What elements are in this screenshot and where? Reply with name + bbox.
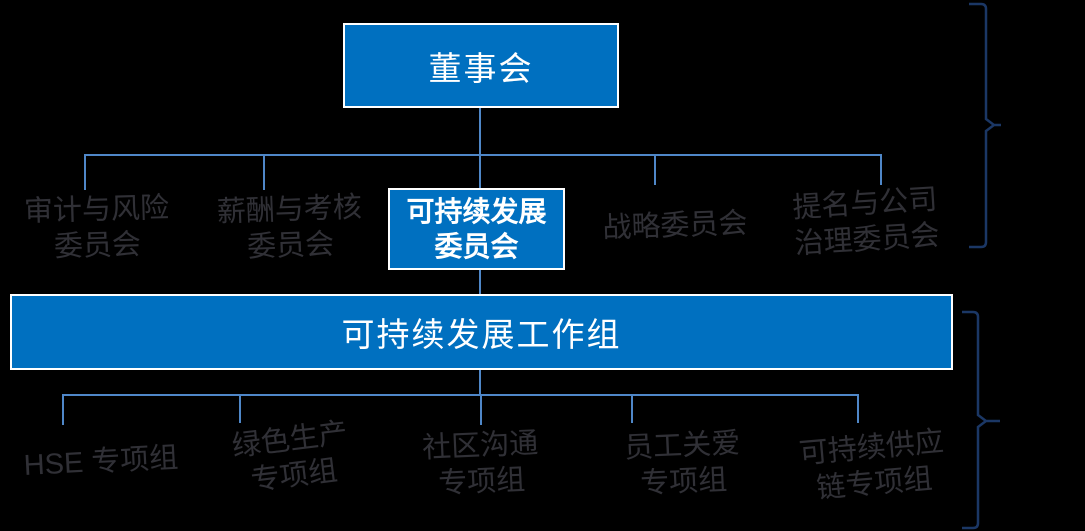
workgroup-label: 可持续发展工作组 — [341, 316, 622, 353]
taskforce-label-hse: HSE 专项组 — [15, 440, 187, 485]
taskforce-label-sustainable-supply-chain: 可持续供应 链专项组 — [790, 423, 956, 509]
connector-drop-supplychain — [857, 394, 859, 423]
committee-label-nomination-governance: 提名与公司 治理委员会 — [784, 181, 948, 263]
connector-drop-green — [239, 394, 241, 423]
connector-root-to-committee — [479, 108, 481, 188]
connector-drop-strategy — [654, 154, 656, 185]
taskforce-label-green-production: 绿色生产 专项组 — [208, 413, 376, 504]
committee-label-audit-risk: 审计与风险 委员会 — [16, 190, 178, 266]
committee-label-remuneration: 薪酬与考核 委员会 — [209, 189, 371, 267]
committee-box-line2: 委员会 — [434, 231, 519, 262]
committee-label-strategy: 战略委员会 — [594, 205, 755, 247]
workgroup-bar: 可持续发展工作组 — [10, 294, 953, 370]
connector-workgroup-down — [479, 368, 481, 396]
committee-label-line2: 委员会 — [53, 228, 142, 264]
taskforce-label-line1: 员工关爱 — [623, 427, 741, 465]
connector-drop-hse — [62, 394, 64, 425]
taskforce-label-community: 社区沟通 专项组 — [400, 425, 563, 504]
connector-level4-horizontal — [62, 394, 859, 396]
committee-label-line1: 审计与风险 — [23, 192, 170, 228]
board-label: 董事会 — [428, 49, 534, 87]
taskforce-label-employee-care: 员工关爱 专项组 — [602, 425, 765, 504]
committee-box-line1: 可持续发展 — [406, 196, 547, 227]
connector-drop-audit — [84, 154, 86, 190]
connector-committee-to-workgroup — [479, 270, 481, 296]
committee-label-line1: 战略委员会 — [601, 207, 749, 245]
taskforce-label-line2: 专项组 — [437, 464, 526, 500]
connector-drop-community — [480, 394, 482, 425]
taskforce-label-line1: 社区沟通 — [421, 427, 539, 465]
committee-label-line1: 薪酬与考核 — [216, 191, 363, 229]
connector-drop-remuneration — [263, 154, 265, 190]
connector-level2-horizontal — [84, 154, 882, 156]
board-box: 董事会 — [343, 23, 619, 108]
connector-drop-nomination — [880, 154, 882, 185]
sustainability-committee-box: 可持续发展 委员会 — [388, 188, 565, 270]
taskforce-label-line2: 专项组 — [639, 464, 728, 500]
taskforce-label-line1: HSE 专项组 — [22, 441, 180, 483]
right-brace-icon-governance — [969, 2, 1001, 249]
right-brace-icon-taskforces — [962, 310, 1000, 530]
connector-drop-employee — [631, 394, 633, 423]
committee-label-line2: 委员会 — [246, 228, 335, 264]
